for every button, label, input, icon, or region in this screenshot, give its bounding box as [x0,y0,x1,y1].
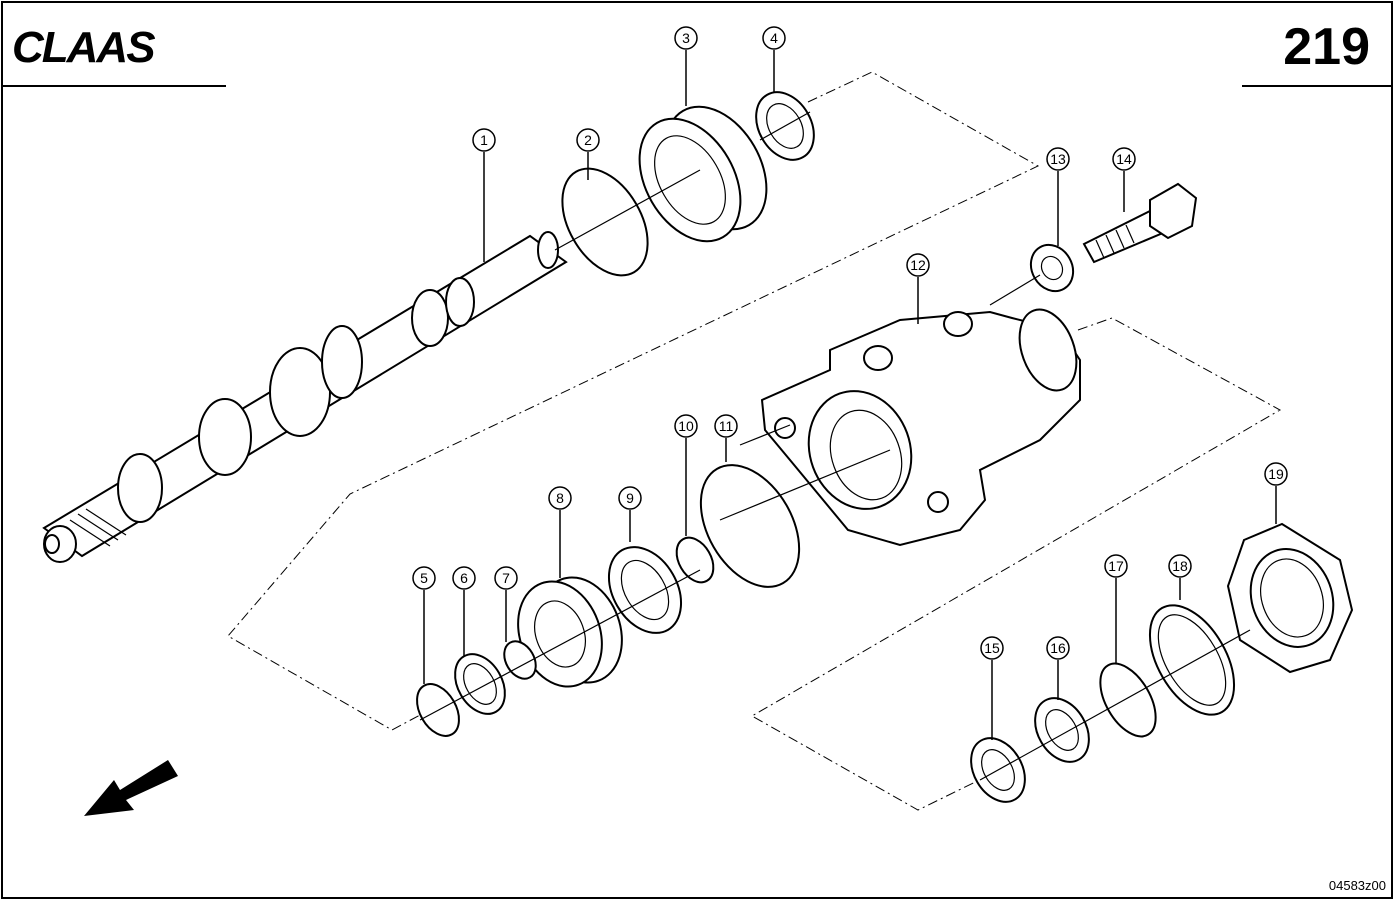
callout-label: 5 [420,570,428,586]
callout-label: 7 [502,570,510,586]
callout-9: 9 [618,486,642,542]
assembly-outline-lower [750,317,1282,811]
housing-part-12 [760,308,1081,547]
drawing-code: 04583z00 [1329,878,1386,893]
callout-1: 1 [472,128,496,262]
brand-logo: CLAAS [12,23,155,72]
callout-16: 16 [1046,636,1070,700]
callout-5: 5 [412,566,436,684]
callout-label: 10 [678,418,694,434]
bolt-part-14 [1082,182,1198,264]
callout-18: 18 [1168,554,1192,600]
split-ring-part-9 [607,546,683,634]
callout-2: 2 [576,128,600,180]
callout-label: 17 [1108,558,1124,574]
hex-nut-part-19 [1226,522,1354,674]
circlip-part-10 [675,536,715,584]
callout-label: 2 [584,132,592,148]
callout-label: 4 [770,30,778,46]
shaft-part-1 [42,231,568,563]
callout-14: 14 [1112,147,1136,212]
callout-label: 11 [719,418,734,434]
callout-3: 3 [674,26,698,106]
callout-10: 10 [674,414,698,536]
callout-label: 8 [556,490,564,506]
bushing-part-3 [638,105,768,243]
lock-washer-part-13 [1029,243,1075,293]
circlip-part-17 [1099,662,1157,738]
callout-19: 19 [1264,462,1288,524]
callout-17: 17 [1104,554,1128,664]
callout-label: 1 [480,132,488,148]
callout-label: 6 [460,570,468,586]
callout-label: 14 [1116,151,1132,167]
callout-label: 19 [1268,466,1284,482]
callout-label: 15 [984,640,1000,656]
callout-label: 12 [910,257,926,273]
o-ring-part-7 [503,640,537,680]
lock-washer-hole [1040,255,1064,281]
callout-label: 13 [1050,151,1066,167]
callout-7: 7 [494,566,518,642]
callout-12: 12 [906,253,930,324]
callout-8: 8 [548,486,572,578]
o-ring-part-11 [699,464,801,588]
callout-label: 3 [682,30,690,46]
callout-15: 15 [980,636,1004,740]
callout-13: 13 [1046,147,1070,246]
direction-arrow-icon [84,760,178,816]
callout-label: 9 [626,490,634,506]
callout-11: 11 [714,414,738,462]
callout-label: 18 [1172,558,1188,574]
callout-6: 6 [452,566,476,656]
bushing-part-8 [517,576,623,688]
callout-4: 4 [762,26,786,92]
split-ring-part-16 [1034,697,1090,763]
assembly-outline-upper [227,71,1040,731]
washer-part-6 [454,653,506,715]
page-number: 219 [1283,18,1370,76]
callout-label: 16 [1050,640,1066,656]
ring-part-18 [1148,604,1236,716]
